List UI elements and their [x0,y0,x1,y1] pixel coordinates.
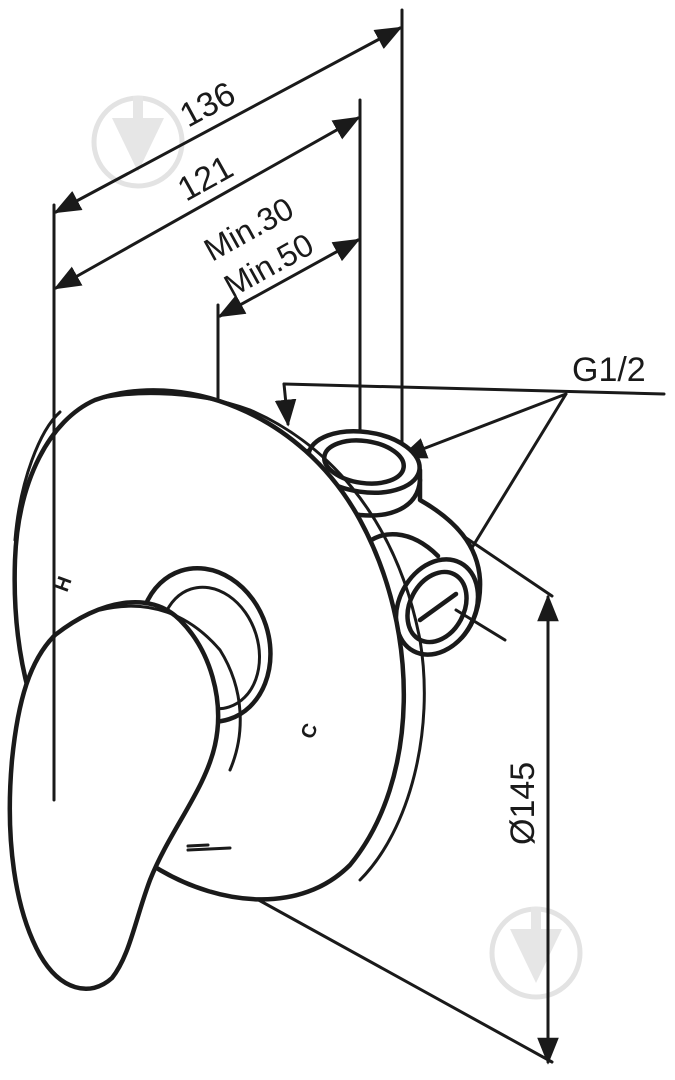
dimension-lines [53,26,559,1065]
lever-handle [7,600,242,991]
diameter-label: Ø145 [504,762,542,845]
watermark-logo-icon [91,95,185,189]
cold-marking: C [297,721,323,742]
dim-136-label: 136 [174,75,242,135]
thread-label: G1/2 [572,351,646,389]
brand-mark [186,843,232,852]
watermark-logo-icon [489,906,583,1000]
hot-marking: H [51,574,77,595]
